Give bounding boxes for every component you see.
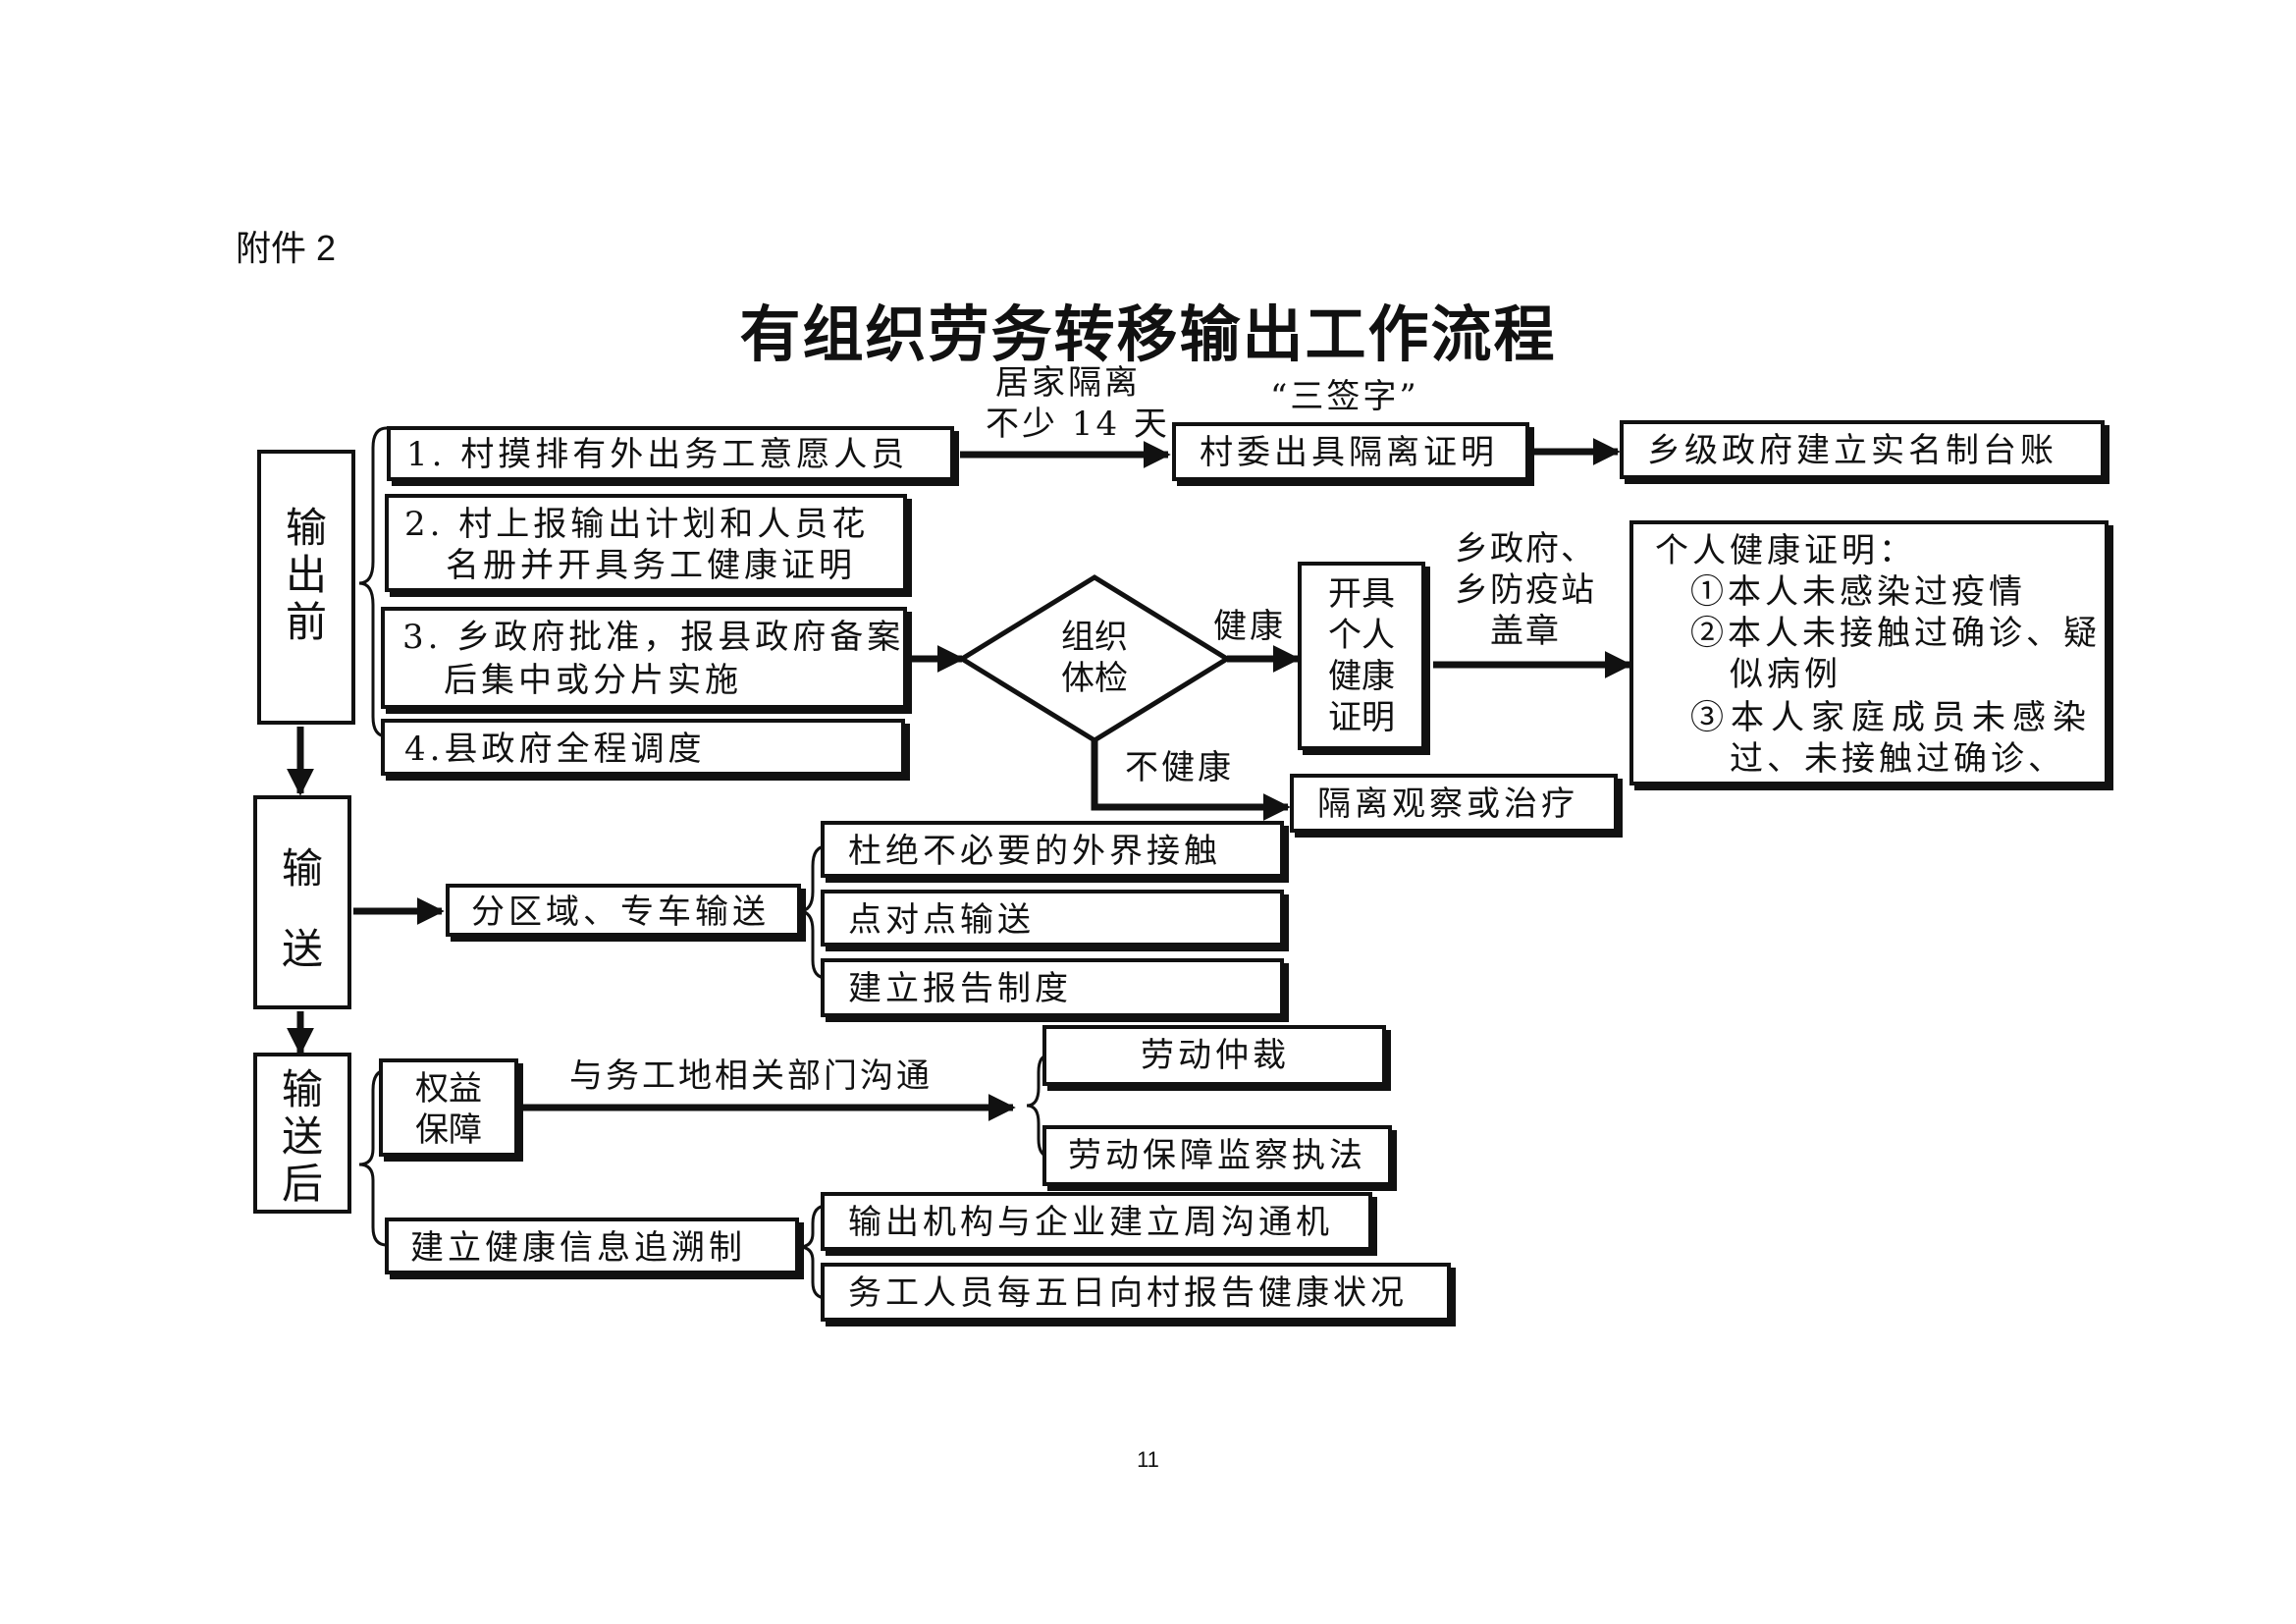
transport-sub-3-text: 建立报告制度: [848, 969, 1072, 1008]
brace-after-items: [358, 1068, 388, 1247]
step-2-box: 2. 村上报输出计划和人员花 名册并开具务工健康证明: [385, 494, 907, 592]
stamp-line-1: 乡政府、: [1455, 529, 1596, 568]
stage-after-char-1: 输: [281, 1065, 323, 1113]
stage-after: 输 送 后: [253, 1053, 351, 1214]
transport-sub-2-box: 点对点输送: [821, 890, 1284, 947]
isolation-text: 隔离观察或治疗: [1317, 785, 1578, 824]
step-3-line-2: 后集中或分片实施: [444, 661, 742, 700]
quarantine-label-line-2: 不少 14 天: [986, 405, 1170, 444]
health-cert-item-2-line-1: ②本人未接触过确诊、疑: [1690, 614, 2101, 653]
step-2-line-2: 名册并开具务工健康证明: [446, 546, 856, 585]
rights-box: 权益 保障: [379, 1058, 518, 1157]
exam-diamond: [957, 574, 1232, 743]
stamp-line-3: 盖章: [1490, 612, 1561, 651]
brace-rights-subs: [1026, 1053, 1051, 1159]
supervision-box: 劳动保障监察执法: [1042, 1125, 1392, 1186]
stage-after-char-2: 送: [281, 1112, 323, 1161]
exam-diamond-line-1: 组织: [1061, 618, 1128, 657]
health-cert-title: 个人健康证明：: [1655, 531, 1916, 570]
stage-transport-char-2: 送: [281, 925, 323, 973]
cert-line-2: 个人: [1328, 616, 1395, 655]
transport-sub-1-text: 杜绝不必要的外界接触: [848, 832, 1221, 871]
transport-sub-1-box: 杜绝不必要的外界接触: [821, 821, 1284, 878]
village-cert-box: 村委出具隔离证明: [1172, 422, 1529, 481]
cert-line-1: 开具: [1328, 574, 1395, 614]
step-3-line-1: 3. 乡政府批准，报县政府备案: [402, 618, 905, 657]
health-cert-card: 个人健康证明： ①本人未感染过疫情 ②本人未接触过确诊、疑 似病例 ③本人家庭成…: [1629, 520, 2109, 785]
step-1-text: 1. 村摸排有外出务工意愿人员: [406, 435, 909, 474]
rights-line-1: 权益: [415, 1069, 482, 1109]
health-cert-item-1: ①本人未感染过疫情: [1690, 572, 2026, 612]
cert-line-4: 证明: [1328, 698, 1395, 737]
stamp-line-2: 乡防疫站: [1455, 570, 1596, 610]
three-signatures-label: “三签字”: [1270, 377, 1419, 416]
brace-before-steps: [358, 426, 388, 738]
brace-tracing-subs: [798, 1204, 828, 1300]
tracing-sub-1-box: 输出机构与企业建立周沟通机: [821, 1192, 1372, 1251]
township-ledger-text: 乡级政府建立实名制台账: [1647, 431, 2057, 470]
tracing-sub-2-text: 务工人员每五日向村报告健康状况: [848, 1273, 1408, 1313]
attachment-label: 附件 2: [236, 228, 337, 268]
tracing-sub-1-text: 输出机构与企业建立周沟通机: [848, 1203, 1333, 1242]
stage-transport: 输 送: [253, 795, 351, 1009]
step-4-text: 4.县政府全程调度: [404, 730, 706, 769]
transport-main-text: 分区域、专车输送: [471, 893, 770, 932]
quarantine-label-line-1: 居家隔离: [995, 363, 1141, 403]
stage-before: 输 出 前: [257, 450, 355, 725]
stage-after-char-3: 后: [281, 1160, 323, 1208]
transport-sub-2-text: 点对点输送: [848, 900, 1035, 940]
arbitration-text: 劳动仲裁: [1141, 1036, 1290, 1075]
page-number: 11: [1137, 1447, 1159, 1472]
unhealthy-label: 不健康: [1125, 748, 1234, 787]
stage-before-char-2: 出: [285, 551, 327, 599]
arrow-unhealthy: [1091, 738, 1291, 821]
healthy-label: 健康: [1213, 607, 1286, 646]
isolation-box: 隔离观察或治疗: [1290, 774, 1618, 833]
step-2-line-1: 2. 村上报输出计划和人员花: [404, 505, 870, 544]
stage-before-char-3: 前: [285, 598, 327, 646]
cert-line-3: 健康: [1328, 657, 1395, 696]
arbitration-box: 劳动仲裁: [1042, 1025, 1386, 1086]
transport-main-box: 分区域、专车输送: [446, 884, 801, 937]
page-title: 有组织劳务转移输出工作流程: [739, 298, 1557, 370]
stage-transport-char-1: 输: [281, 844, 323, 893]
step-3-box: 3. 乡政府批准，报县政府备案 后集中或分片实施: [381, 607, 907, 709]
health-cert-item-2-line-2: 似病例: [1730, 655, 1842, 694]
step-4-box: 4.县政府全程调度: [381, 719, 905, 776]
communication-label: 与务工地相关部门沟通: [569, 1056, 933, 1096]
tracing-sub-2-box: 务工人员每五日向村报告健康状况: [821, 1263, 1451, 1322]
tracing-text: 建立健康信息追溯制: [410, 1228, 746, 1268]
health-cert-item-3-line-2: 过、未接触过确诊、: [1730, 739, 2065, 779]
health-cert-item-3-line-1: ③本人家庭成员未感染: [1690, 698, 2093, 737]
personal-health-cert-box: 开具 个人 健康 证明: [1298, 562, 1425, 750]
tracing-box: 建立健康信息追溯制: [385, 1218, 799, 1274]
rights-line-2: 保障: [415, 1110, 482, 1150]
village-cert-text: 村委出具隔离证明: [1200, 433, 1498, 472]
stage-before-char-1: 输: [285, 504, 327, 552]
step-1-box: 1. 村摸排有外出务工意愿人员: [387, 426, 954, 481]
township-ledger-box: 乡级政府建立实名制台账: [1620, 420, 2105, 479]
exam-diamond-line-2: 体检: [1061, 659, 1128, 698]
transport-sub-3-box: 建立报告制度: [821, 958, 1284, 1017]
supervision-text: 劳动保障监察执法: [1068, 1136, 1366, 1175]
